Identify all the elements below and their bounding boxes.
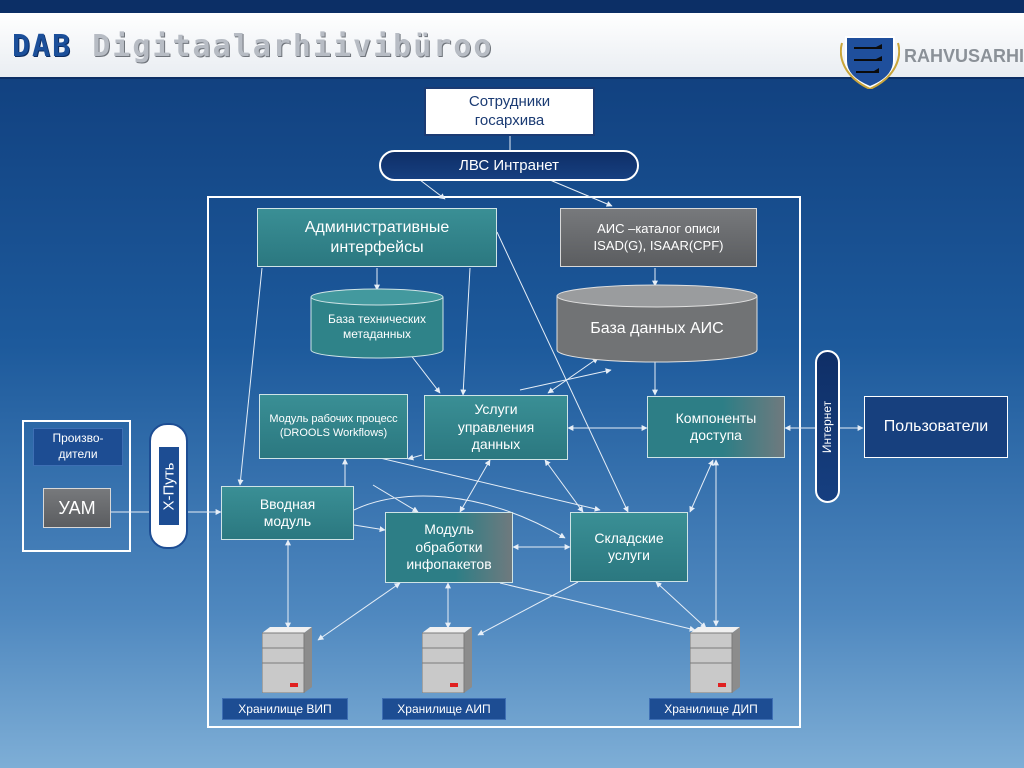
node-lan: ЛВС Интранет [379, 150, 639, 181]
producers-boundary [22, 420, 131, 552]
label-store-vip: Хранилище ВИП [222, 698, 348, 720]
label-store-aip: Хранилище АИП [382, 698, 506, 720]
node-access-components: Компоненты доступа [647, 396, 785, 458]
node-uam: УАМ [43, 488, 111, 528]
top-strip [0, 0, 1024, 13]
node-admin-interfaces: Административные интерфейсы [257, 208, 497, 267]
node-staff: Сотрудники госархива [424, 87, 595, 136]
node-ais-catalog: АИС –каталог описи ISAD(G), ISAAR(CPF) [560, 208, 757, 267]
node-xroad: Х-Путь [149, 423, 188, 549]
node-internet: Интернет [815, 350, 840, 503]
xroad-bar: Х-Путь [159, 447, 179, 525]
node-workflow-module: Модуль рабочих процесс (DROOLS Workflows… [259, 394, 408, 459]
node-producers: Произво-дители [33, 428, 123, 466]
internet-label: Интернет [820, 400, 835, 453]
node-package-processing: Модуль обработки инфопакетов [385, 512, 513, 583]
label-store-dip: Хранилище ДИП [649, 698, 773, 720]
node-users: Пользователи [864, 396, 1008, 458]
node-ingest-module: Вводная модуль [221, 486, 354, 540]
node-ais-db: База данных АИС [590, 320, 724, 337]
coat-of-arms-icon [840, 36, 900, 89]
system-boundary [207, 196, 801, 728]
brand-name: RAHVUSARHIIV [904, 46, 1024, 66]
database-icon [556, 284, 758, 363]
server-icon [690, 627, 740, 693]
title-abbreviation: DAB [12, 29, 73, 64]
node-data-services: Услуги управления данных [424, 395, 568, 460]
xroad-label: Х-Путь [160, 462, 178, 510]
node-tech-metadata-db: База технических метаданных [328, 312, 426, 341]
title-text: Digitaalarhiivibüroo [92, 29, 494, 64]
slide-header: DAB Digitaalarhiivibüroo RAHVUSARHIIV [0, 13, 1024, 89]
server-icon [422, 627, 472, 693]
node-storage-services: Складские услуги [570, 512, 688, 582]
slide-title: DAB Digitaalarhiivibüroo [12, 29, 493, 64]
server-icon [262, 627, 312, 693]
database-icon [310, 288, 444, 359]
